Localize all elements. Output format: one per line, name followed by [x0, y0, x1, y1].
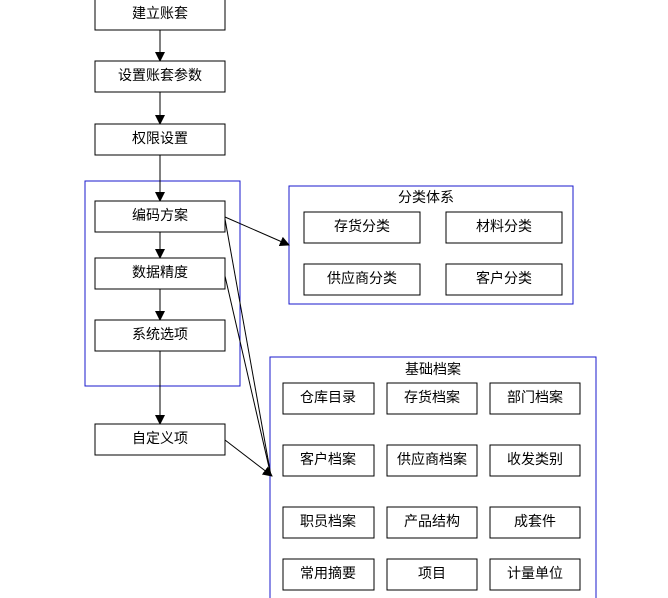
node-coding-scheme-label: 编码方案: [132, 207, 188, 224]
node-supplier-file: 供应商档案: [386, 444, 478, 477]
node-unit-of-measure: 计量单位: [489, 558, 581, 591]
node-customer-classification: 客户分类: [445, 263, 563, 296]
node-supplier-classification-label: 供应商分类: [327, 270, 397, 287]
basic-files-group-frame: [269, 356, 597, 598]
edge-custom-to-basic-files: [224, 439, 273, 477]
node-account-params-label: 设置账套参数: [118, 67, 202, 84]
node-common-summary-label: 常用摘要: [300, 565, 356, 582]
node-create-account-label: 建立账套: [132, 6, 188, 22]
node-transaction-type: 收发类别: [489, 444, 581, 477]
node-supplier-file-label: 供应商档案: [397, 451, 467, 468]
node-warehouse-dir-label: 仓库目录: [300, 390, 356, 406]
node-material-classification: 材料分类: [445, 211, 563, 244]
node-data-precision: 数据精度: [94, 257, 226, 290]
classification-title: 分类体系: [398, 190, 454, 206]
node-system-options: 系统选项: [94, 319, 226, 352]
node-account-params: 设置账套参数: [94, 60, 226, 93]
node-inventory-file-label: 存货档案: [404, 389, 460, 406]
node-customer-classification-label: 客户分类: [476, 270, 532, 287]
settings-group-frame: [84, 180, 241, 387]
node-data-precision-label: 数据精度: [132, 265, 188, 281]
node-employee-file-label: 职员档案: [300, 513, 356, 530]
node-material-classification-label: 材料分类: [476, 219, 532, 235]
node-common-summary: 常用摘要: [282, 558, 375, 591]
node-product-structure: 产品结构: [386, 506, 478, 539]
node-unit-of-measure-label: 计量单位: [507, 566, 563, 582]
node-product-structure-label: 产品结构: [404, 514, 460, 530]
node-system-options-label: 系统选项: [132, 327, 188, 343]
node-coding-scheme: 编码方案: [94, 200, 226, 233]
node-permissions-label: 权限设置: [132, 131, 188, 147]
edge-coding-to-basic-files: [224, 218, 272, 477]
edge-coding-to-classification: [224, 216, 290, 246]
node-kit-part-label: 成套件: [514, 514, 556, 530]
basic-files-title: 基础档案: [405, 361, 461, 378]
node-supplier-classification: 供应商分类: [303, 263, 421, 296]
node-employee-file: 职员档案: [282, 506, 375, 539]
node-inventory-file: 存货档案: [386, 382, 478, 415]
node-customer-file-label: 客户档案: [300, 451, 356, 468]
node-department-file-label: 部门档案: [507, 389, 563, 406]
node-custom-items: 自定义项: [94, 423, 226, 456]
node-warehouse-dir: 仓库目录: [282, 382, 375, 415]
node-customer-file: 客户档案: [282, 444, 375, 477]
edge-precision-to-basic-files: [224, 275, 272, 477]
node-department-file: 部门档案: [489, 382, 581, 415]
node-project-label: 项目: [418, 566, 446, 582]
node-inventory-classification: 存货分类: [303, 211, 421, 244]
node-project: 项目: [386, 558, 478, 591]
node-transaction-type-label: 收发类别: [507, 452, 563, 468]
node-custom-items-label: 自定义项: [132, 431, 188, 447]
node-inventory-classification-label: 存货分类: [334, 218, 390, 235]
node-kit-part: 成套件: [489, 506, 581, 539]
node-create-account: 建立账套: [94, 0, 226, 31]
node-permissions: 权限设置: [94, 123, 226, 156]
